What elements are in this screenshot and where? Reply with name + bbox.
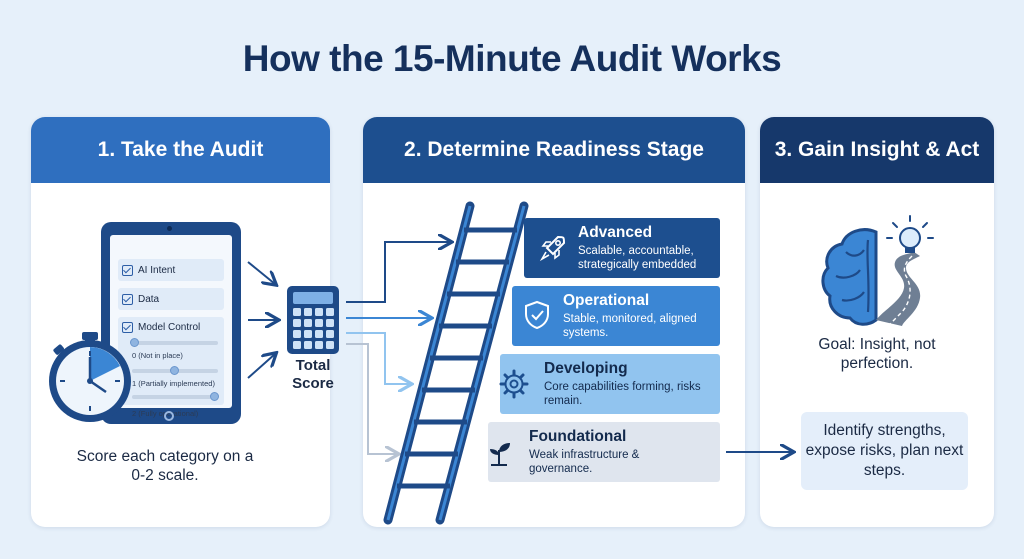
checkbox-icon [122,322,133,333]
checkbox-icon [122,264,133,276]
total-score-label: Total Score [292,357,334,392]
stage-name: Developing [544,360,628,377]
actions-text: Identify strengths, expose risks, plan n… [805,422,964,479]
stage-name: Foundational [529,428,627,445]
goal-text: Goal: Insight, not perfection. [818,336,936,372]
score-slider-0 [130,338,218,347]
page-title: How the 15-Minute Audit Works [242,38,782,79]
stage-name: Operational [563,292,650,309]
score-slider-1 [132,366,218,375]
stage-advanced: Advanced Scalable, accountable, strategi… [524,218,720,278]
tablet-home-button [164,411,174,421]
stage-desc: Stable, monitored, aligned systems. [563,313,697,339]
stage-foundational: Foundational Weak infrastructure & gover… [488,422,720,482]
tablet-icon: AI Intent Data Model Control 0 (Not in p… [101,222,241,424]
stage-desc: Scalable, accountable, strategically emb… [578,245,697,271]
audit-item-label: AI Intent [138,264,176,276]
step-3-heading: 3. Gain Insight & Act [760,117,994,183]
stage-desc: Core capabilities forming, risks remain. [544,381,701,407]
tablet-screen: AI Intent Data Model Control 0 (Not in p… [110,235,232,418]
step-1-heading: 1. Take the Audit [31,117,330,183]
actions-box: Identify strengths, expose risks, plan n… [801,412,968,490]
audit-item-label: Data [138,293,160,305]
stage-desc: Weak infrastructure & governance. [529,449,640,475]
gear-icon [499,369,529,399]
audit-caption: Score each category on a 0-2 scale. [76,448,254,484]
checkbox-icon [122,293,133,305]
audit-item-data: Data [118,288,224,310]
step-2-heading: 2. Determine Readiness Stage [363,117,745,183]
shield-check-icon [525,300,549,330]
tablet-camera [167,226,172,231]
score-slider-2 [132,392,219,401]
stage-developing: Developing Core capabilities forming, ri… [499,354,720,414]
model-control-row: Model Control [122,322,200,333]
audit-item-ai-intent: AI Intent [118,259,224,281]
stage-name: Advanced [578,224,653,241]
stage-operational: Operational Stable, monitored, aligned s… [512,286,720,346]
rocket-icon [539,235,566,262]
calculator-icon [287,286,339,354]
scale-label-0: 0 (Not in place) [132,351,183,360]
audit-item-label: Model Control [138,322,201,333]
sprout-icon [490,443,510,466]
audit-item-model-control: Model Control 0 (Not in place) 1 (Partia… [118,317,224,405]
scale-label-1: 1 (Partially implemented) [132,379,215,388]
